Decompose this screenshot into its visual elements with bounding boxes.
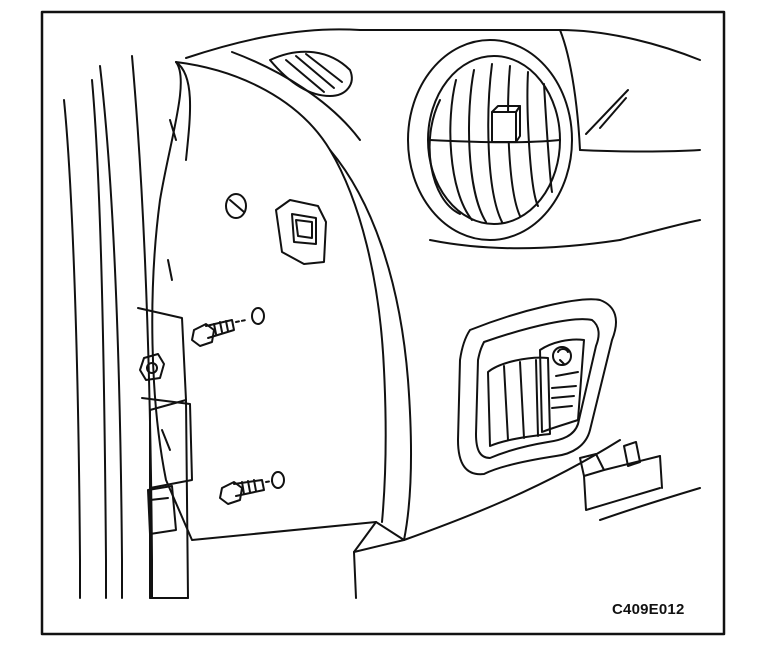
door-hinge-bracket [137,307,193,599]
figure-border [40,10,726,636]
panel-edge-details [161,119,177,451]
figure-code-label: C409E012 [612,601,685,618]
panel-clip [225,193,247,219]
headlamp-switch-housing [457,298,617,476]
lower-screw [219,471,285,505]
round-air-vent [407,39,573,241]
lower-dash-bracket [353,441,701,599]
instrument-panel-end-cap [151,28,621,541]
electrical-connector [275,199,327,265]
door-pillar [63,55,153,599]
defroster-vent [269,50,353,97]
dash-face [359,29,701,250]
upper-screw [191,307,265,347]
